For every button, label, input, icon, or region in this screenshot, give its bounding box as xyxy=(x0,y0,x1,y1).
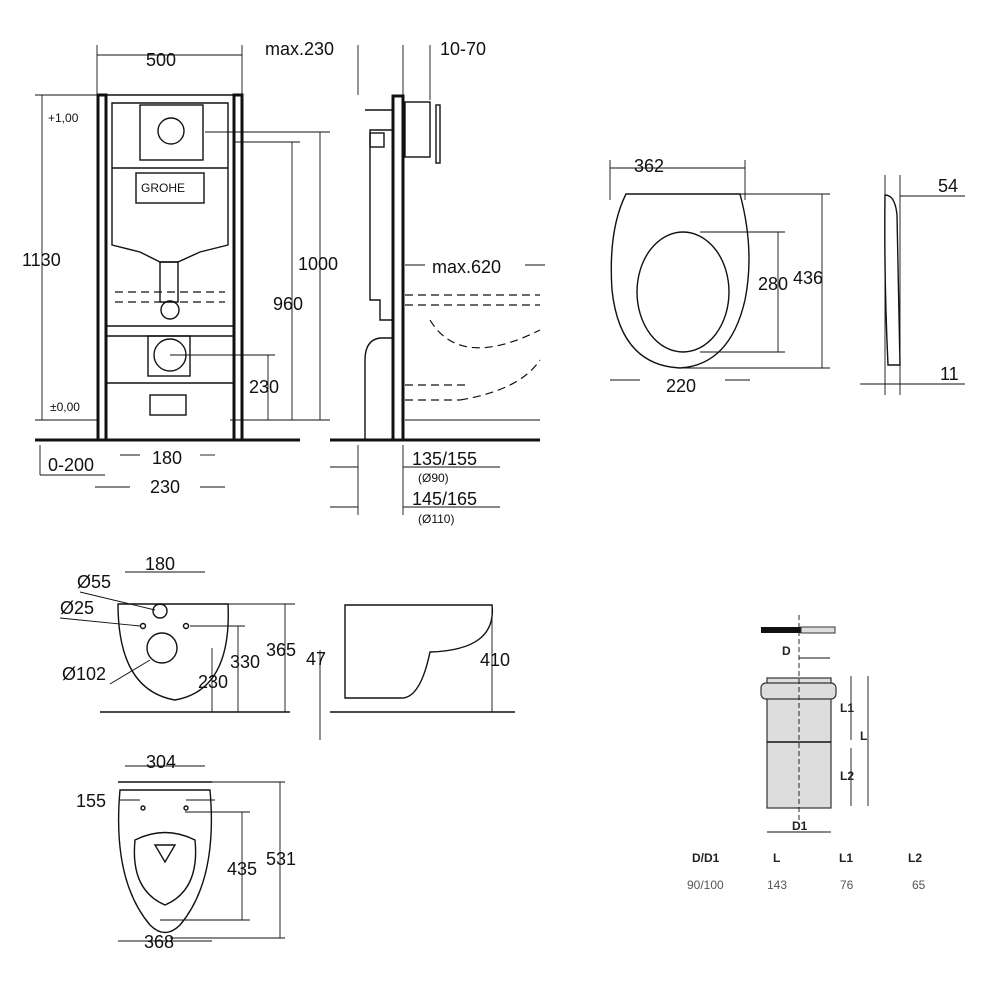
connector-pipe: D D1 L1 L L2 xyxy=(760,615,869,833)
pipe-label-l2: L2 xyxy=(840,769,854,783)
bowl-dim-330: 330 xyxy=(230,652,260,672)
level-top: +1,00 xyxy=(48,111,79,125)
seat-thickness-11: 11 xyxy=(940,364,959,384)
bowl-dim-410: 410 xyxy=(480,650,510,670)
installation-frame-side xyxy=(330,94,541,442)
dim-max620: max.620 xyxy=(432,257,501,277)
table-cell: 65 xyxy=(912,878,926,892)
dim-230-width: 230 xyxy=(150,477,180,497)
front-dimensions: 500 1130 +1,00 ±0,00 1000 960 230 180 23… xyxy=(22,45,338,497)
bowl-dim-230: 230 xyxy=(198,672,228,692)
dim-135-155: 135/155 xyxy=(412,449,477,469)
level-zero: ±0,00 xyxy=(50,400,80,414)
dim-960: 960 xyxy=(273,294,303,314)
top-dim-435: 435 xyxy=(227,859,257,879)
side-dimensions: max.230 10-70 max.620 135/155 (Ø90) 145/… xyxy=(265,39,545,526)
seat-hinge-220: 220 xyxy=(666,376,696,396)
table-cell: 76 xyxy=(840,878,854,892)
dim-d110-note: (Ø110) xyxy=(418,512,454,526)
bowl-dim-d102: Ø102 xyxy=(62,664,106,684)
top-dim-531: 531 xyxy=(266,849,296,869)
dim-max230: max.230 xyxy=(265,39,334,59)
seat-thickness-54: 54 xyxy=(938,176,958,196)
dim-180: 180 xyxy=(152,448,182,468)
pipe-label-l: L xyxy=(860,729,867,743)
table-header: L2 xyxy=(908,851,922,865)
pipe-label-d1: D1 xyxy=(792,819,808,833)
bowl-top-view: 304 155 435 531 368 xyxy=(76,752,296,952)
dim-height-1130: 1130 xyxy=(22,250,61,270)
table-header: D/D1 xyxy=(692,851,720,865)
bowl-dim-d55: Ø55 xyxy=(77,572,111,592)
bowl-side-view: 47 410 xyxy=(306,604,515,740)
bowl-dim-47: 47 xyxy=(306,649,326,669)
bowl-dim-180: 180 xyxy=(145,554,175,574)
top-dim-304: 304 xyxy=(146,752,176,772)
toilet-seat: 362 436 280 220 54 11 xyxy=(609,156,965,396)
installation-frame-front: GROHE xyxy=(35,93,300,442)
pipe-label-l1: L1 xyxy=(840,701,854,715)
table-cell: 90/100 xyxy=(687,878,724,892)
table-header: L1 xyxy=(839,851,853,865)
seat-width-362: 362 xyxy=(634,156,664,176)
dim-10-70: 10-70 xyxy=(440,39,486,59)
top-dim-368: 368 xyxy=(144,932,174,952)
top-dim-155: 155 xyxy=(76,791,106,811)
bowl-dim-d25: Ø25 xyxy=(60,598,94,618)
dim-d90-note: (Ø90) xyxy=(418,471,449,485)
dim-145-165: 145/165 xyxy=(412,489,477,509)
seat-inner-280: 280 xyxy=(758,274,788,294)
dim-230: 230 xyxy=(249,377,279,397)
table-header: L xyxy=(773,851,780,865)
seat-length-436: 436 xyxy=(793,268,823,288)
bowl-front-view: 180 Ø55 Ø25 Ø102 330 365 230 xyxy=(59,554,296,713)
dim-1000: 1000 xyxy=(298,254,338,274)
pipe-table: D/D1 L L1 L2 90/100 143 76 65 xyxy=(687,851,926,892)
table-cell: 143 xyxy=(767,878,787,892)
dim-0-200: 0-200 xyxy=(48,455,94,475)
bowl-dim-365: 365 xyxy=(266,640,296,660)
brand-logo: GROHE xyxy=(141,181,185,195)
dim-width-500: 500 xyxy=(146,50,176,70)
pipe-label-d: D xyxy=(782,644,791,658)
